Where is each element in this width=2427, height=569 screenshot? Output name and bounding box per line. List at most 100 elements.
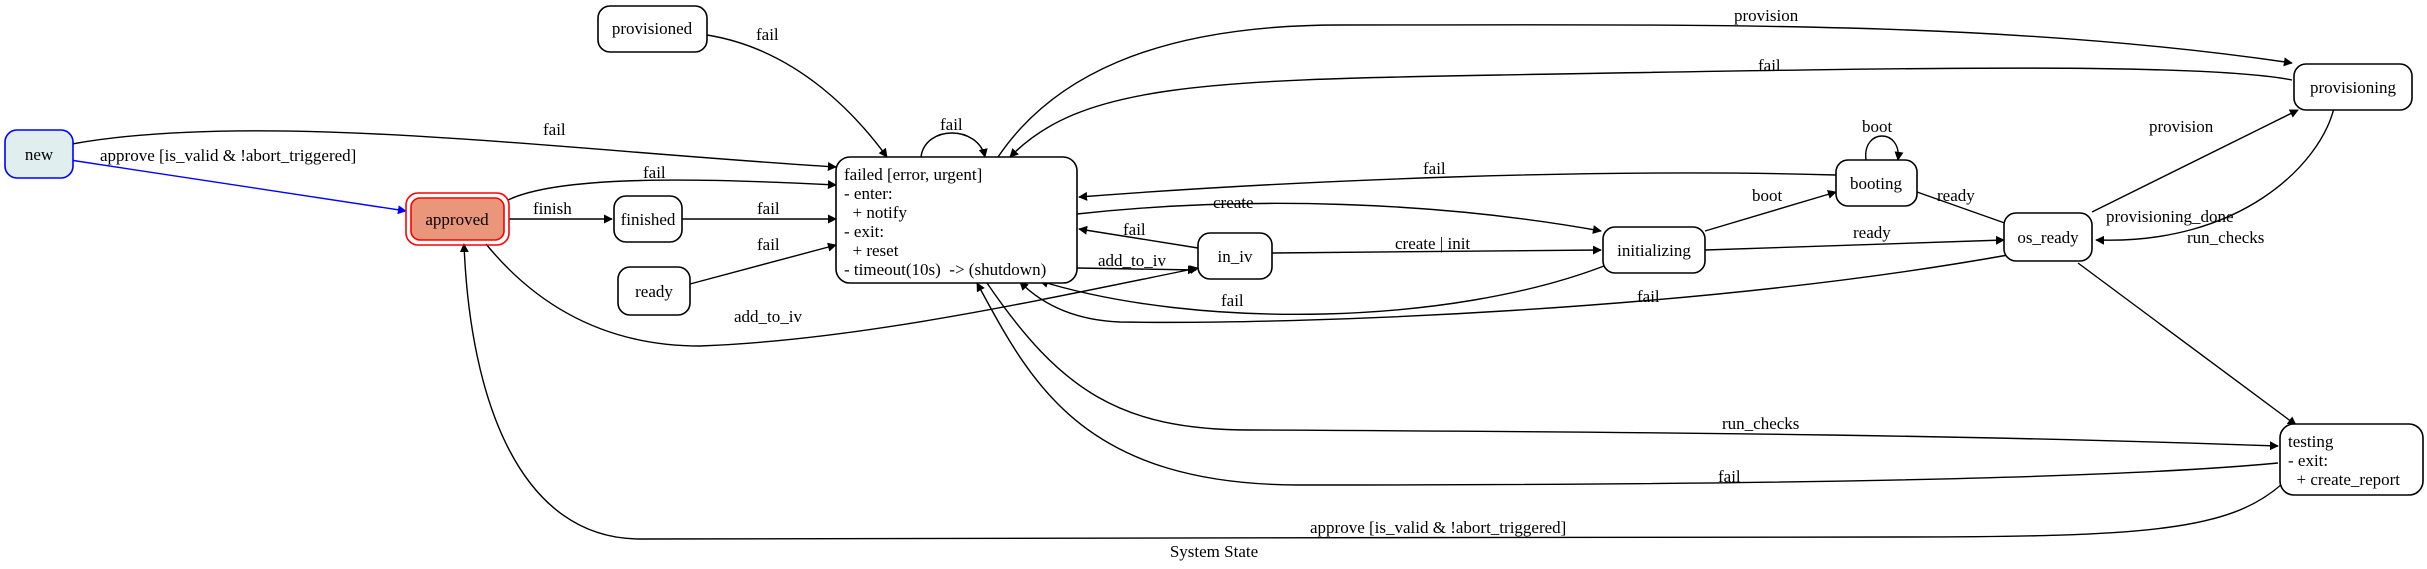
edge-new-failed bbox=[71, 130, 837, 171]
edge-testing-failed bbox=[976, 282, 2279, 486]
label-new-approved: approve [is_valid & !abort_triggered] bbox=[100, 146, 356, 165]
edge-new-approved bbox=[69, 159, 407, 215]
edge-approved-in_iv bbox=[485, 243, 1199, 347]
label-failed-self: fail bbox=[940, 115, 963, 134]
label-new-failed: fail bbox=[543, 120, 566, 139]
state-provisioning-box bbox=[2293, 63, 2413, 111]
state-failed[interactable]: failed [error, urgent] - enter: + notify… bbox=[835, 156, 1078, 284]
state-finished[interactable]: finished bbox=[613, 195, 683, 243]
label-ready-failed: fail bbox=[757, 235, 780, 254]
label-approved-in_iv: add_to_iv bbox=[734, 307, 802, 326]
state-approved-label: approved bbox=[425, 210, 489, 229]
label-booting-self: boot bbox=[1862, 117, 1893, 136]
edge-initializing-booting bbox=[1704, 189, 1837, 232]
edge-os_ready-provisioning bbox=[2091, 109, 2299, 213]
edge-failed-in_iv bbox=[1076, 265, 1197, 275]
state-ready-label: ready bbox=[635, 282, 673, 301]
state-provisioning[interactable]: provisioning bbox=[2293, 63, 2413, 111]
label-provisioning-failed: fail bbox=[1758, 56, 1781, 75]
state-provisioning-label: provisioning bbox=[2310, 78, 2396, 97]
state-new-label: new bbox=[25, 145, 54, 164]
label-booting-failed: fail bbox=[1423, 159, 1446, 178]
label-testing-approved: approve [is_valid & !abort_triggered] bbox=[1310, 518, 1566, 537]
label-booting-os_ready: ready bbox=[1937, 186, 1975, 205]
edge-provisioned-failed bbox=[706, 34, 888, 158]
edge-failed-initializing bbox=[1076, 202, 1602, 234]
label-os_ready-failed: fail bbox=[1637, 287, 1660, 306]
label-initializing-os_ready: ready bbox=[1853, 223, 1891, 242]
state-ready-box bbox=[617, 266, 691, 316]
label-failed-initializing: create bbox=[1213, 193, 1254, 212]
label-os_ready-provisioning: provision bbox=[2149, 117, 2214, 136]
edge-failed-testing bbox=[986, 282, 2279, 451]
state-failed-line-1: failed [error, urgent] bbox=[844, 165, 982, 184]
state-approved[interactable]: approved bbox=[405, 192, 510, 246]
state-provisioned[interactable]: provisioned bbox=[597, 5, 708, 53]
state-failed-line-6: - timeout(10s) -> (shutdown) bbox=[844, 260, 1046, 279]
state-in_iv[interactable]: in_iv bbox=[1197, 232, 1273, 280]
state-provisioned-box bbox=[597, 5, 708, 53]
edge-os_ready-testing bbox=[2077, 262, 2297, 426]
label-approved-finished: finish bbox=[533, 199, 572, 218]
state-finished-box bbox=[613, 195, 683, 243]
transitions bbox=[69, 24, 2335, 540]
label-approved-failed: fail bbox=[643, 163, 666, 182]
state-provisioned-label: provisioned bbox=[612, 19, 693, 38]
state-approved-box bbox=[410, 197, 505, 241]
label-failed-provisioning: provision bbox=[1734, 6, 1799, 25]
edge-failed-provisioning bbox=[997, 24, 2293, 158]
state-new-box bbox=[4, 129, 74, 179]
edge-in_iv-failed bbox=[1078, 225, 1199, 249]
edge-provisioning-os_ready bbox=[2095, 107, 2335, 245]
edge-approved-failed bbox=[507, 179, 837, 201]
state-testing-line-2: - exit: bbox=[2288, 451, 2328, 470]
state-os_ready-label: os_ready bbox=[2017, 228, 2079, 247]
edge-booting-self bbox=[1865, 135, 1904, 161]
label-failed-in_iv: add_to_iv bbox=[1098, 251, 1166, 270]
label-in_iv-initializing: create | init bbox=[1395, 234, 1470, 253]
state-initializing-label: initializing bbox=[1617, 241, 1691, 260]
state-failed-line-5: + reset bbox=[844, 241, 899, 260]
edge-failed-self bbox=[920, 132, 988, 158]
state-approved-outer-box bbox=[405, 192, 510, 246]
state-in_iv-label: in_iv bbox=[1218, 247, 1253, 266]
state-testing-line-1: testing bbox=[2288, 432, 2334, 451]
edge-testing-approved bbox=[459, 243, 2283, 540]
state-os_ready[interactable]: os_ready bbox=[2003, 212, 2093, 262]
state-initializing[interactable]: initializing bbox=[1602, 226, 1706, 274]
state-testing[interactable]: testing - exit: + create_report bbox=[2279, 423, 2424, 496]
label-in_iv-failed: fail bbox=[1123, 220, 1146, 239]
state-booting-box bbox=[1835, 159, 1918, 207]
state-failed-line-4: - exit: bbox=[844, 222, 884, 241]
states: new approved provisioned finished ready … bbox=[4, 5, 2424, 496]
state-new[interactable]: new bbox=[4, 129, 74, 179]
label-failed-testing: run_checks bbox=[1722, 414, 1799, 433]
state-testing-box bbox=[2279, 423, 2424, 496]
label-finished-failed: fail bbox=[757, 199, 780, 218]
state-failed-box bbox=[835, 156, 1078, 284]
state-booting[interactable]: booting bbox=[1835, 159, 1918, 207]
state-ready[interactable]: ready bbox=[617, 266, 691, 316]
state-os_ready-box bbox=[2003, 212, 2093, 262]
state-in_iv-box bbox=[1197, 232, 1273, 280]
label-initializing-booting: boot bbox=[1752, 186, 1783, 205]
edge-booting-os_ready bbox=[1916, 191, 2017, 229]
state-booting-label: booting bbox=[1850, 174, 1902, 193]
edge-booting-failed bbox=[1078, 172, 1837, 201]
edge-in_iv-initializing bbox=[1271, 245, 1602, 255]
edge-initializing-os_ready bbox=[1704, 235, 2005, 251]
label-testing-failed: fail bbox=[1718, 467, 1741, 486]
edge-os_ready-failed bbox=[1019, 254, 2009, 324]
transition-labels: approve [is_valid & !abort_triggered] fa… bbox=[100, 6, 2264, 537]
state-initializing-box bbox=[1602, 226, 1706, 274]
label-os_ready-testing: run_checks bbox=[2187, 228, 2264, 247]
edge-initializing-failed bbox=[1039, 265, 1605, 316]
label-initializing-failed: fail bbox=[1221, 291, 1244, 310]
state-failed-line-2: - enter: bbox=[844, 184, 893, 203]
label-provisioned-failed: fail bbox=[756, 25, 779, 44]
edge-ready-failed bbox=[689, 242, 837, 285]
state-finished-label: finished bbox=[621, 210, 676, 229]
edge-provisioning-failed bbox=[1009, 67, 2293, 158]
state-testing-line-3: + create_report bbox=[2288, 470, 2400, 489]
